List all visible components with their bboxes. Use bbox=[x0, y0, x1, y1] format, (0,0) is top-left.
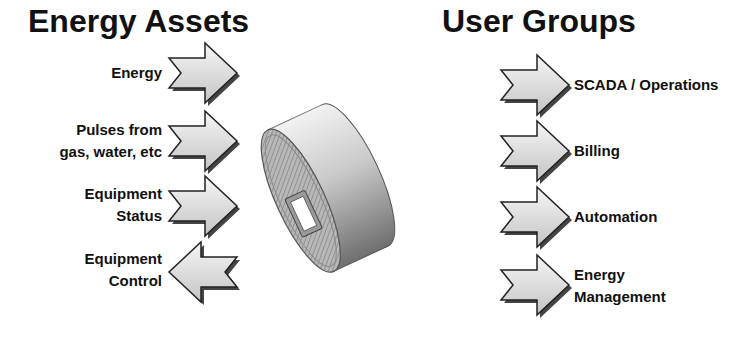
block-arrow bbox=[501, 255, 572, 318]
user-group-label: Automation bbox=[574, 206, 657, 228]
user-group-label: Billing bbox=[574, 140, 620, 162]
block-arrow bbox=[501, 55, 572, 118]
meter-illustration bbox=[246, 94, 410, 281]
block-arrow bbox=[169, 176, 240, 239]
block-arrow bbox=[501, 121, 572, 184]
user-group-label: SCADA / Operations bbox=[574, 74, 718, 96]
input-label: Equipment Status bbox=[50, 183, 162, 227]
input-label: Energy bbox=[111, 62, 162, 84]
user-group-label: Energy Management bbox=[574, 264, 686, 308]
output-label: Equipment Control bbox=[50, 248, 162, 292]
block-arrow bbox=[169, 242, 240, 305]
block-arrow bbox=[169, 43, 240, 106]
column-heading: Energy Assets bbox=[28, 2, 249, 40]
column-heading: User Groups bbox=[442, 2, 636, 40]
block-arrow bbox=[169, 111, 240, 174]
input-label: Pulses from gas, water, etc bbox=[50, 119, 162, 163]
block-arrow bbox=[501, 187, 572, 250]
